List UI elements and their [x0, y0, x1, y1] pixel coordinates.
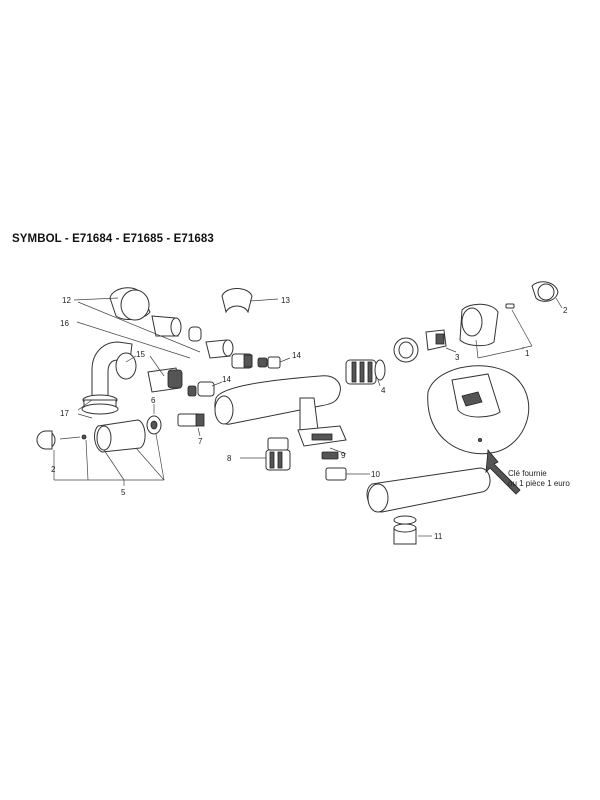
key-note-line-1: Clé fournie [508, 469, 547, 478]
part-label-12: 12 [62, 296, 71, 305]
part-7-valve [177, 413, 205, 427]
part-label-14: 14 [292, 351, 301, 360]
part-15-seat [147, 367, 183, 393]
part-label-7: 7 [198, 437, 203, 446]
part-label-11: 11 [434, 532, 443, 541]
key-note-line-2: ou 1 pièce 1 euro [508, 479, 570, 488]
part-label-15: 15 [136, 350, 145, 359]
part-9-washer [321, 451, 339, 460]
part-6-nut [146, 415, 162, 435]
part-14-cartridge-upper [231, 353, 281, 369]
spout [366, 467, 491, 513]
part-10-aerator [325, 467, 347, 481]
mixer-body [214, 375, 347, 447]
part-label-6: 6 [151, 396, 156, 405]
part-label-3: 3 [455, 353, 460, 362]
part-label-16: 16 [60, 319, 69, 328]
part-4-thermostatic-cartridge [345, 337, 419, 385]
part-8-diverter [265, 437, 291, 471]
part-label-9: 9 [341, 451, 346, 460]
part-labels: 2 2 1 3 4 5 6 7 8 9 10 11 12 13 14 14 15… [51, 296, 568, 541]
part-11-outlet [393, 515, 417, 545]
part-label-4: 4 [381, 386, 386, 395]
part-14-cartridge-lower [187, 381, 215, 397]
part-label-8: 8 [227, 454, 232, 463]
part-label-2: 2 [563, 306, 568, 315]
leader-lines [53, 297, 563, 537]
part-16-elbow [81, 341, 137, 415]
part-label-17: 17 [60, 409, 69, 418]
part-2-cap-right [531, 281, 559, 302]
part-1-handle [459, 303, 515, 347]
part-3-stop-ring [425, 329, 447, 351]
part-13-clip [221, 288, 253, 314]
part-12-fitting [109, 287, 234, 359]
part-label-1: 1 [525, 349, 530, 358]
part-label-2: 2 [51, 465, 56, 474]
part-2-cap-left [36, 430, 87, 450]
part-label-13: 13 [281, 296, 290, 305]
detail-magnifier [427, 365, 530, 455]
part-label-14: 14 [222, 375, 231, 384]
detail-pointer-arrow [485, 449, 521, 495]
part-label-5: 5 [121, 488, 126, 497]
diagram-title: SYMBOL - E71684 - E71685 - E71683 [12, 233, 214, 245]
part-label-10: 10 [371, 470, 380, 479]
part-5-handle-left [94, 419, 146, 453]
